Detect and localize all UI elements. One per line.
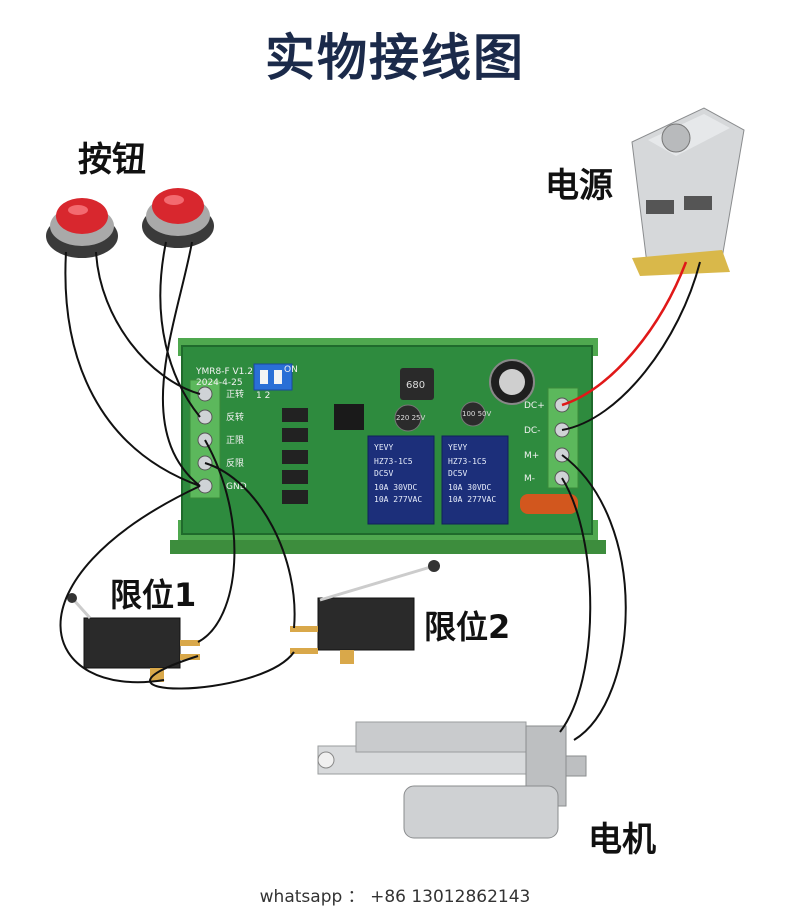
label-power-supply: 电源 xyxy=(545,166,613,206)
terminal-label-dc-plus: DC+ xyxy=(524,401,545,411)
push-button-2 xyxy=(142,188,214,248)
inductor-label: 680 xyxy=(406,380,425,391)
inductor: 680 xyxy=(400,368,434,400)
relay-2-brand: YEVY xyxy=(448,443,467,452)
terminal-label-dc-minus: DC- xyxy=(524,426,540,436)
left-terminal-labels: 正转 反转 正限 反限 GND xyxy=(226,388,247,492)
label-motor: 电机 xyxy=(588,820,656,860)
relay-2-model: HZ73-1C5 xyxy=(448,457,487,466)
dip-on-label: ON xyxy=(284,365,298,375)
power-supply xyxy=(631,107,745,276)
linear-actuator xyxy=(317,721,587,839)
terminal-label-forward: 正转 xyxy=(226,388,244,400)
label-limit-switch-2: 限位2 xyxy=(424,608,511,646)
relay-1-rating-ac: 10A 277VAC xyxy=(374,495,422,504)
right-terminal-labels: DC+ DC- M+ M- xyxy=(524,401,545,484)
footer-contact: whatsapp ： +86 13012862143 xyxy=(259,887,531,907)
page-title: 实物接线图 xyxy=(265,29,525,87)
relay-2-rating-dc: 10A 30VDC xyxy=(448,483,492,492)
terminal-label-forward-limit: 正限 xyxy=(226,435,244,446)
board-model: YMR8-F V1.2 xyxy=(195,367,253,377)
right-terminal-block xyxy=(547,387,579,489)
terminal-label-gnd: GND xyxy=(226,482,247,492)
relay-1: YEVY HZ73-1C5 DC5V 10A 30VDC 10A 277VAC xyxy=(367,435,435,525)
wires xyxy=(59,241,701,741)
board-date: 2024-4-25 xyxy=(196,378,243,388)
limit-switch-2 xyxy=(290,560,440,664)
wire-power-positive xyxy=(561,261,688,407)
terminal-label-reverse: 反转 xyxy=(226,411,244,423)
film-capacitor xyxy=(520,494,578,514)
push-button-1 xyxy=(46,198,118,258)
terminal-label-m-minus: M- xyxy=(524,474,535,484)
capacitor-small-label: 220 25V xyxy=(396,414,425,422)
capacitor-medium-label: 100 50V xyxy=(462,410,491,418)
limit-switch-1 xyxy=(67,593,200,682)
dip-number-labels: 1 2 xyxy=(256,391,270,401)
capacitor-small: 220 25V xyxy=(394,404,425,432)
relay-1-model: HZ73-1C5 xyxy=(374,457,413,466)
capacitor-medium: 100 50V xyxy=(460,401,491,427)
optocouplers xyxy=(282,408,308,504)
dip-switch: ON 1 2 xyxy=(253,363,298,401)
terminal-label-reverse-limit: 反限 xyxy=(226,458,244,469)
relay-1-coil: DC5V xyxy=(374,469,393,478)
relay-2-coil: DC5V xyxy=(448,469,467,478)
ic-chip xyxy=(334,404,364,430)
relay-2: YEVY HZ73-1C5 DC5V 10A 30VDC 10A 277VAC xyxy=(441,435,509,525)
terminal-label-m-plus: M+ xyxy=(524,451,539,461)
capacitor-large xyxy=(489,359,535,405)
label-limit-switch-1: 限位1 xyxy=(110,576,197,614)
label-buttons: 按钮 xyxy=(78,140,146,180)
relay-2-rating-ac: 10A 277VAC xyxy=(448,495,496,504)
relay-1-brand: YEVY xyxy=(374,443,393,452)
relay-1-rating-dc: 10A 30VDC xyxy=(374,483,418,492)
